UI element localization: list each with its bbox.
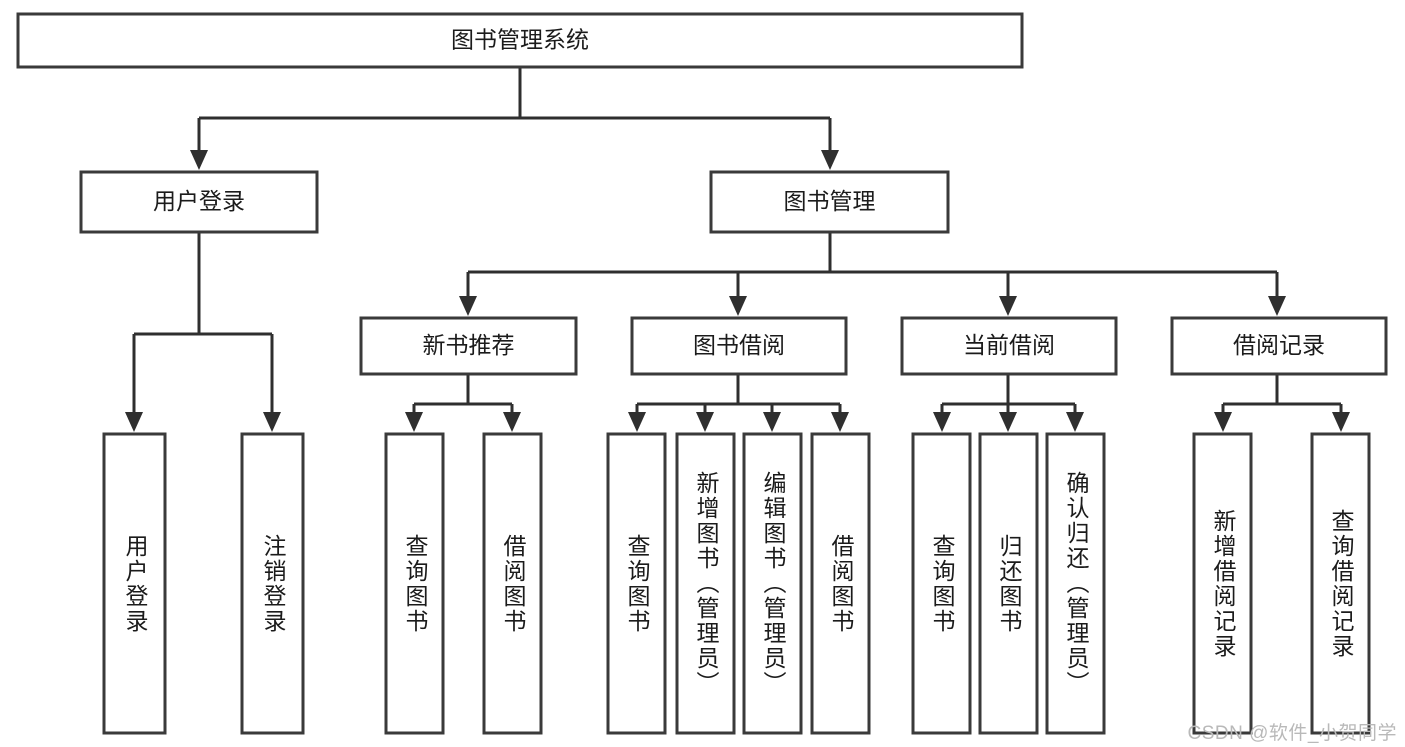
arrow-head-icon: [263, 412, 281, 432]
node-leaf-5-box[interactable]: [675, 432, 736, 735]
connector-user-login-to-leaves: [125, 232, 281, 432]
boxes-layer: [16, 12, 1388, 735]
csdn-watermark: CSDN @软件_小贺同学: [1187, 723, 1397, 744]
arrow-head-icon: [190, 150, 208, 170]
node-level2-0-box[interactable]: [79, 170, 319, 234]
connector-root-to-level2: [190, 67, 839, 170]
node-leaf-12-box[interactable]: [1310, 432, 1371, 735]
arrow-head-icon: [125, 412, 143, 432]
connector-borrow-book-to-leaves: [628, 374, 849, 432]
node-leaf-3-box[interactable]: [482, 432, 543, 735]
arrow-head-icon: [831, 412, 849, 432]
node-leaf-0-box[interactable]: [102, 432, 167, 735]
node-level3-0-label: 新书推荐: [423, 332, 515, 358]
arrow-head-icon: [1066, 412, 1084, 432]
arrow-head-icon: [1332, 412, 1350, 432]
arrow-head-icon: [459, 296, 477, 316]
node-level2-1-label: 图书管理: [784, 188, 876, 214]
arrow-head-icon: [1268, 296, 1286, 316]
arrow-head-icon: [1214, 412, 1232, 432]
arrow-head-icon: [999, 412, 1017, 432]
connector-borrow-record-to-leaves: [1214, 374, 1350, 432]
arrow-head-icon: [503, 412, 521, 432]
node-level2-1-box[interactable]: [709, 170, 950, 234]
arrow-head-icon: [696, 412, 714, 432]
connectors-layer: [125, 67, 1350, 432]
node-leaf-1-box[interactable]: [240, 432, 305, 735]
arrow-head-icon: [933, 412, 951, 432]
node-level3-3-box[interactable]: [1170, 316, 1388, 376]
arrow-head-icon: [628, 412, 646, 432]
node-level3-2-box[interactable]: [900, 316, 1118, 376]
node-level3-0-box[interactable]: [359, 316, 578, 376]
node-leaf-9-box[interactable]: [978, 432, 1039, 735]
node-level3-1-box[interactable]: [630, 316, 848, 376]
node-leaf-4-box[interactable]: [606, 432, 667, 735]
node-level3-1-label: 图书借阅: [693, 332, 785, 358]
node-level3-2-label: 当前借阅: [963, 332, 1055, 358]
arrow-head-icon: [729, 296, 747, 316]
arrow-head-icon: [763, 412, 781, 432]
connector-book-manage-to-level3: [459, 232, 1286, 316]
connector-current-borrow-to-leaves: [933, 374, 1084, 432]
arrow-head-icon: [405, 412, 423, 432]
node-leaf-8-box[interactable]: [911, 432, 972, 735]
arrow-head-icon: [821, 150, 839, 170]
node-leaf-7-box[interactable]: [810, 432, 871, 735]
arrow-head-icon: [999, 296, 1017, 316]
connector-new-book-to-leaves: [405, 374, 521, 432]
node-leaf-2-box[interactable]: [384, 432, 445, 735]
node-leaf-6-box[interactable]: [742, 432, 803, 735]
node-level3-3-label: 借阅记录: [1233, 332, 1325, 358]
node-leaf-11-box[interactable]: [1192, 432, 1253, 735]
node-root-0-box[interactable]: [16, 12, 1024, 69]
node-leaf-10-box[interactable]: [1045, 432, 1106, 735]
node-level2-0-label: 用户登录: [153, 188, 245, 214]
node-root-0-label: 图书管理系统: [451, 27, 589, 53]
